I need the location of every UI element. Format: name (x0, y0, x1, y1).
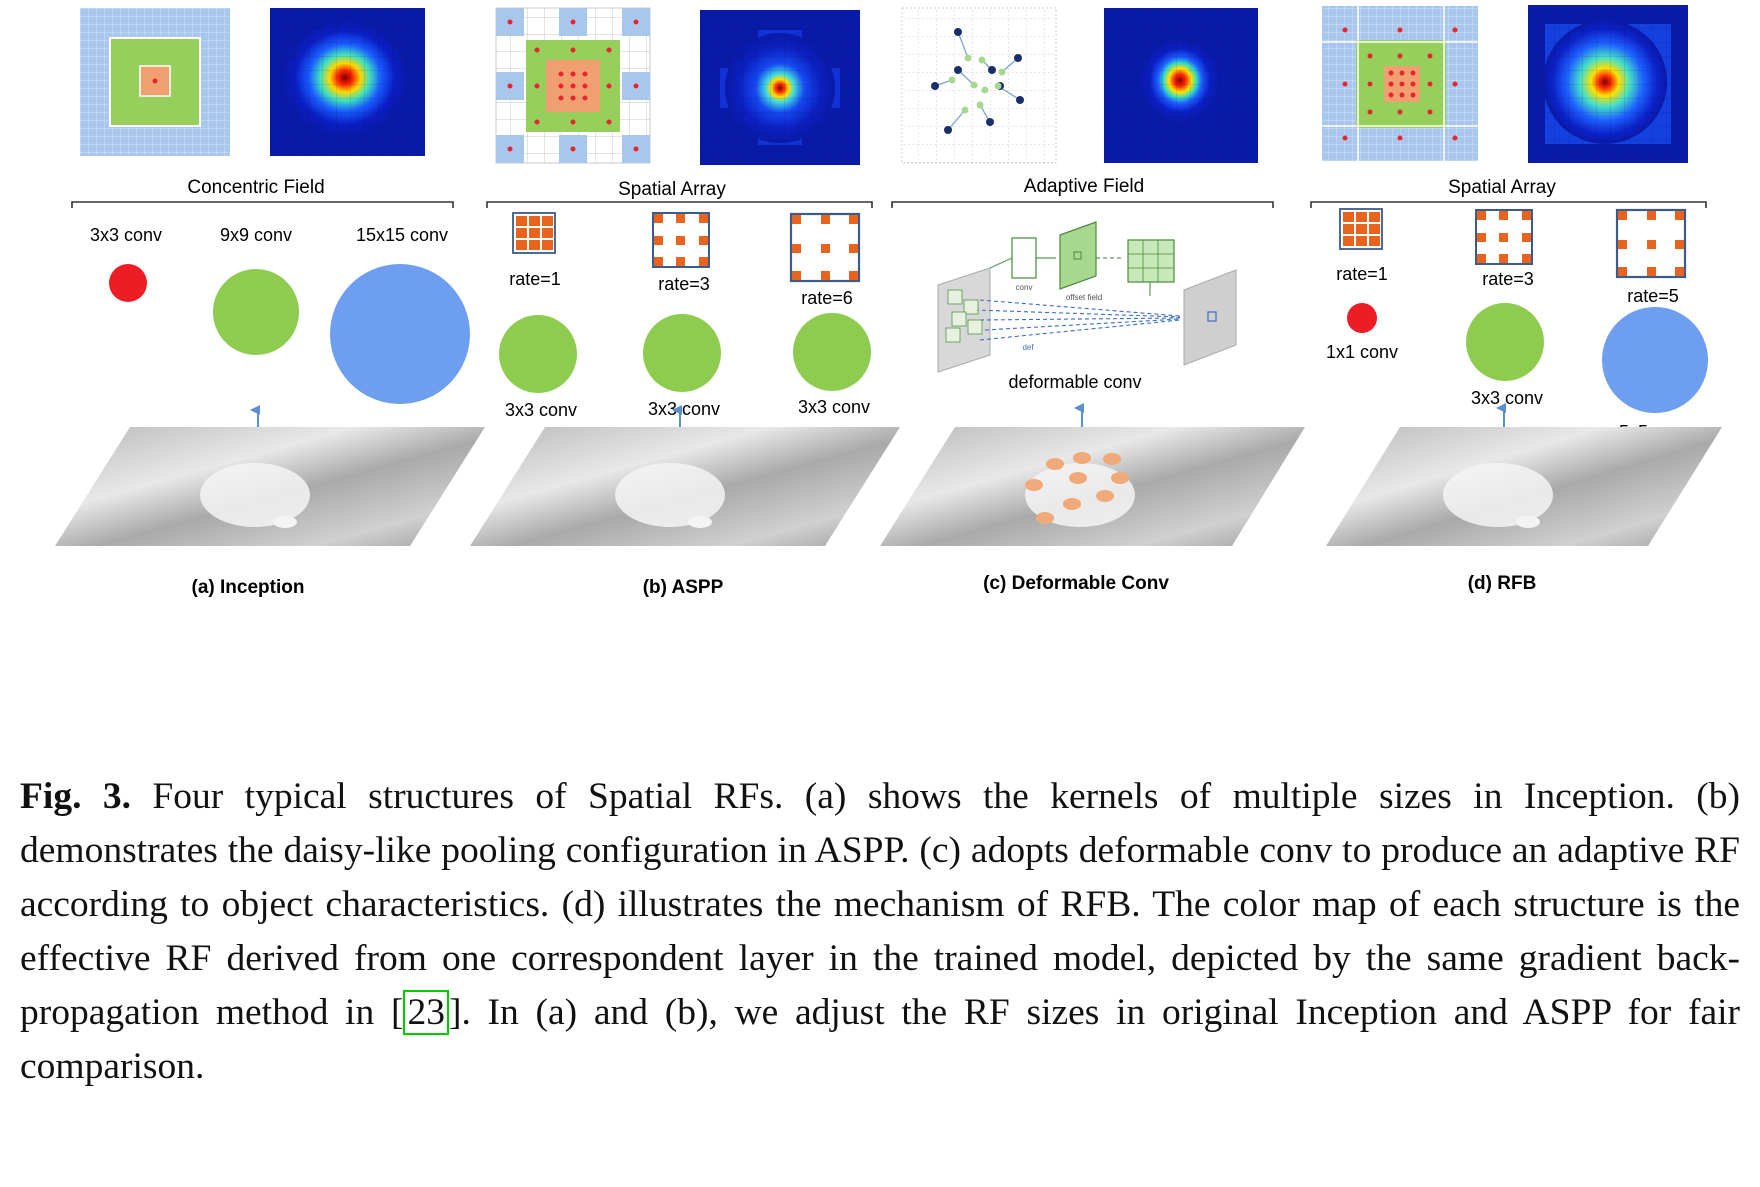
field-title-a: Concentric Field (187, 177, 324, 198)
conv-label-d-1: 1x1 conv (1326, 342, 1398, 362)
caption-label-a: (a) Inception (192, 577, 305, 598)
spatial-array-grid-d (1322, 6, 1478, 161)
kernel-rate-3-d (1475, 209, 1533, 265)
input-image-d (1326, 427, 1722, 546)
caption-label-c: (c) Deformable Conv (983, 573, 1169, 594)
conv-label-d-2: 3x3 conv (1471, 388, 1543, 408)
caption-label-b: (b) ASPP (643, 577, 724, 598)
kernel-label-a-2: 9x9 conv (220, 225, 292, 245)
kernel-circle-green (213, 269, 299, 355)
caption-label-d: (d) RFB (1468, 573, 1537, 594)
kernel-rate-6-b (789, 212, 861, 283)
panel-d-rfb: Spatial Array r (1310, 5, 1722, 594)
bracket-a (71, 201, 454, 208)
rate-label-d-3: rate=5 (1627, 286, 1679, 306)
figure-caption: Fig. 3. Four typical structures of Spati… (20, 776, 1740, 1087)
caption-text-2: . In (a) and (b), we adjust the RF sizes… (20, 992, 1740, 1087)
deformable-sample-points (1025, 452, 1129, 524)
concentric-field-grid (80, 8, 230, 156)
kernel-label-a-1: 3x3 conv (90, 225, 162, 245)
input-image-c (880, 427, 1305, 546)
field-title-d: Spatial Array (1448, 177, 1556, 198)
kernel-circle-blue (330, 264, 470, 404)
conv-circle-d-blue (1602, 307, 1708, 413)
kernel-rate-5-d (1615, 208, 1687, 279)
conv-label-b-2: 3x3 conv (648, 399, 720, 419)
kernel-circle-red (109, 264, 147, 302)
conv-circle-b-3 (793, 313, 871, 391)
caption-text-1: Four typical structures of Spatial RFs. … (20, 776, 1740, 1033)
heatmap-b (700, 10, 860, 165)
figure-diagram: Concentric Field 3x3 conv 9x9 conv 15x15… (55, 5, 1722, 598)
rate-label-d-2: rate=3 (1482, 269, 1534, 289)
panel-b-aspp: Spatial Array r (470, 7, 900, 598)
rate-label-d-1: rate=1 (1336, 264, 1388, 284)
panel-c-deformable: Adaptive Field (880, 7, 1305, 594)
adaptive-field-grid (901, 7, 1057, 164)
conv-label-b-3: 3x3 conv (798, 397, 870, 417)
bracket-b (486, 201, 873, 208)
input-image-b (470, 427, 900, 546)
citation-link[interactable]: 23 (403, 990, 449, 1035)
field-title-b: Spatial Array (618, 179, 726, 200)
field-title-c: Adaptive Field (1024, 176, 1144, 197)
rate-label-b-1: rate=1 (509, 269, 561, 289)
panel-a-inception: Concentric Field 3x3 conv 9x9 conv 15x15… (55, 8, 485, 598)
conv-circle-d-red (1347, 303, 1377, 333)
bracket-c (891, 201, 1274, 208)
heatmap-d (1528, 5, 1688, 163)
mini-label-def: def (1022, 343, 1034, 352)
kernel-rate-1-d (1339, 208, 1383, 250)
input-image-a (55, 427, 485, 546)
conv-circle-b-2 (643, 314, 721, 392)
rate-label-b-3: rate=6 (801, 288, 853, 308)
conv-circle-b-1 (499, 315, 577, 393)
op-label-c: deformable conv (1008, 372, 1141, 392)
conv-label-b-1: 3x3 conv (505, 400, 577, 420)
bracket-d (1310, 201, 1707, 208)
conv-circle-d-green (1466, 303, 1544, 381)
kernel-label-a-3: 15x15 conv (356, 225, 448, 245)
figure-number: Fig. 3. (20, 776, 131, 817)
deformable-conv-schematic: conv offset field def (937, 221, 1237, 373)
kernel-rate-3-b (652, 212, 710, 268)
heatmap-c (1104, 8, 1258, 163)
heatmap-a (270, 8, 425, 156)
rate-label-b-2: rate=3 (658, 274, 710, 294)
spatial-array-grid-b (495, 7, 651, 164)
kernel-rate-1-b (512, 212, 556, 254)
mini-label-conv: conv (1016, 283, 1033, 292)
mini-label-offset-field: offset field (1066, 293, 1102, 302)
